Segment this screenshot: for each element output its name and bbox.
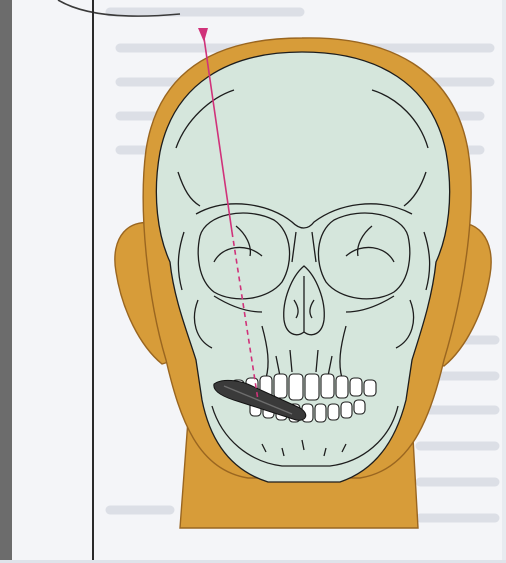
tooth: [305, 374, 319, 400]
tooth: [321, 374, 334, 398]
tooth: [315, 404, 326, 422]
tooth: [328, 404, 339, 420]
figure-frame-line: [92, 0, 94, 563]
tooth: [289, 374, 303, 400]
tooth: [350, 378, 362, 396]
tooth: [341, 402, 352, 418]
right-eye-orbit: [318, 213, 409, 299]
tooth: [364, 380, 376, 396]
projection-arrowhead: [198, 28, 208, 42]
left-eye-orbit: [198, 213, 289, 299]
tooth: [354, 400, 365, 414]
tooth: [274, 374, 287, 398]
tooth: [336, 376, 348, 398]
